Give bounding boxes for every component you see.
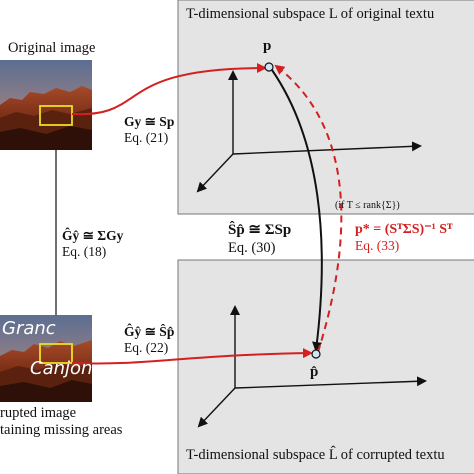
overlay-word-2: Canjon	[30, 358, 93, 379]
eq-ghaty-shat-ref: Eq. (22)	[124, 340, 169, 355]
original-image-label: Original image	[8, 40, 96, 56]
corrupted-patch-box	[39, 343, 73, 364]
eq-ghaty-shat: Ĝŷ ≅ Ŝp̂	[124, 324, 175, 339]
point-p-hat	[311, 349, 321, 359]
corrupted-image	[0, 315, 92, 402]
corrupted-image-label-2: taining missing areas	[0, 422, 123, 438]
corrupted-image-label-1: rupted image	[0, 405, 77, 421]
point-p-hat-label: p̂	[310, 364, 319, 380]
eq-ghaty-sigma: Ĝŷ ≅ ΣGy	[62, 228, 124, 243]
projection-curve-dashed	[274, 64, 343, 353]
bottom-axes	[197, 305, 427, 428]
rank-condition: (if T ≤ rank{Σ})	[335, 200, 400, 211]
eq-shat-sigma-ref: Eq. (30)	[228, 240, 276, 256]
eq-shat-sigma: Ŝp̂ ≅ ΣSp	[228, 222, 292, 238]
projection-curve-solid	[271, 69, 323, 352]
point-p	[264, 62, 274, 72]
map-arrow-original	[71, 63, 267, 116]
eq-ghaty-sigma-ref: Eq. (18)	[62, 244, 107, 259]
eq-gy-sp: Gy ≅ Sp	[124, 114, 175, 129]
eq-pstar-ref: Eq. (33)	[355, 238, 400, 253]
original-patch-box	[39, 105, 73, 126]
top-subspace-panel	[177, 0, 474, 215]
eq-pstar: p* = (SᵀΣS)⁻¹ Sᵀ	[355, 222, 453, 237]
overlay-word-1: Granc	[2, 318, 56, 339]
original-image	[0, 60, 92, 150]
top-panel-title: T-dimensional subspace L of original tex…	[186, 6, 435, 22]
eq-gy-sp-ref: Eq. (21)	[124, 130, 169, 145]
top-axes	[196, 70, 422, 193]
point-p-label: p	[263, 38, 272, 54]
bottom-subspace-panel	[177, 259, 474, 474]
bottom-panel-title: T-dimensional subspace L̂ of corrupted t…	[186, 447, 445, 463]
map-arrow-corrupted	[71, 348, 313, 365]
